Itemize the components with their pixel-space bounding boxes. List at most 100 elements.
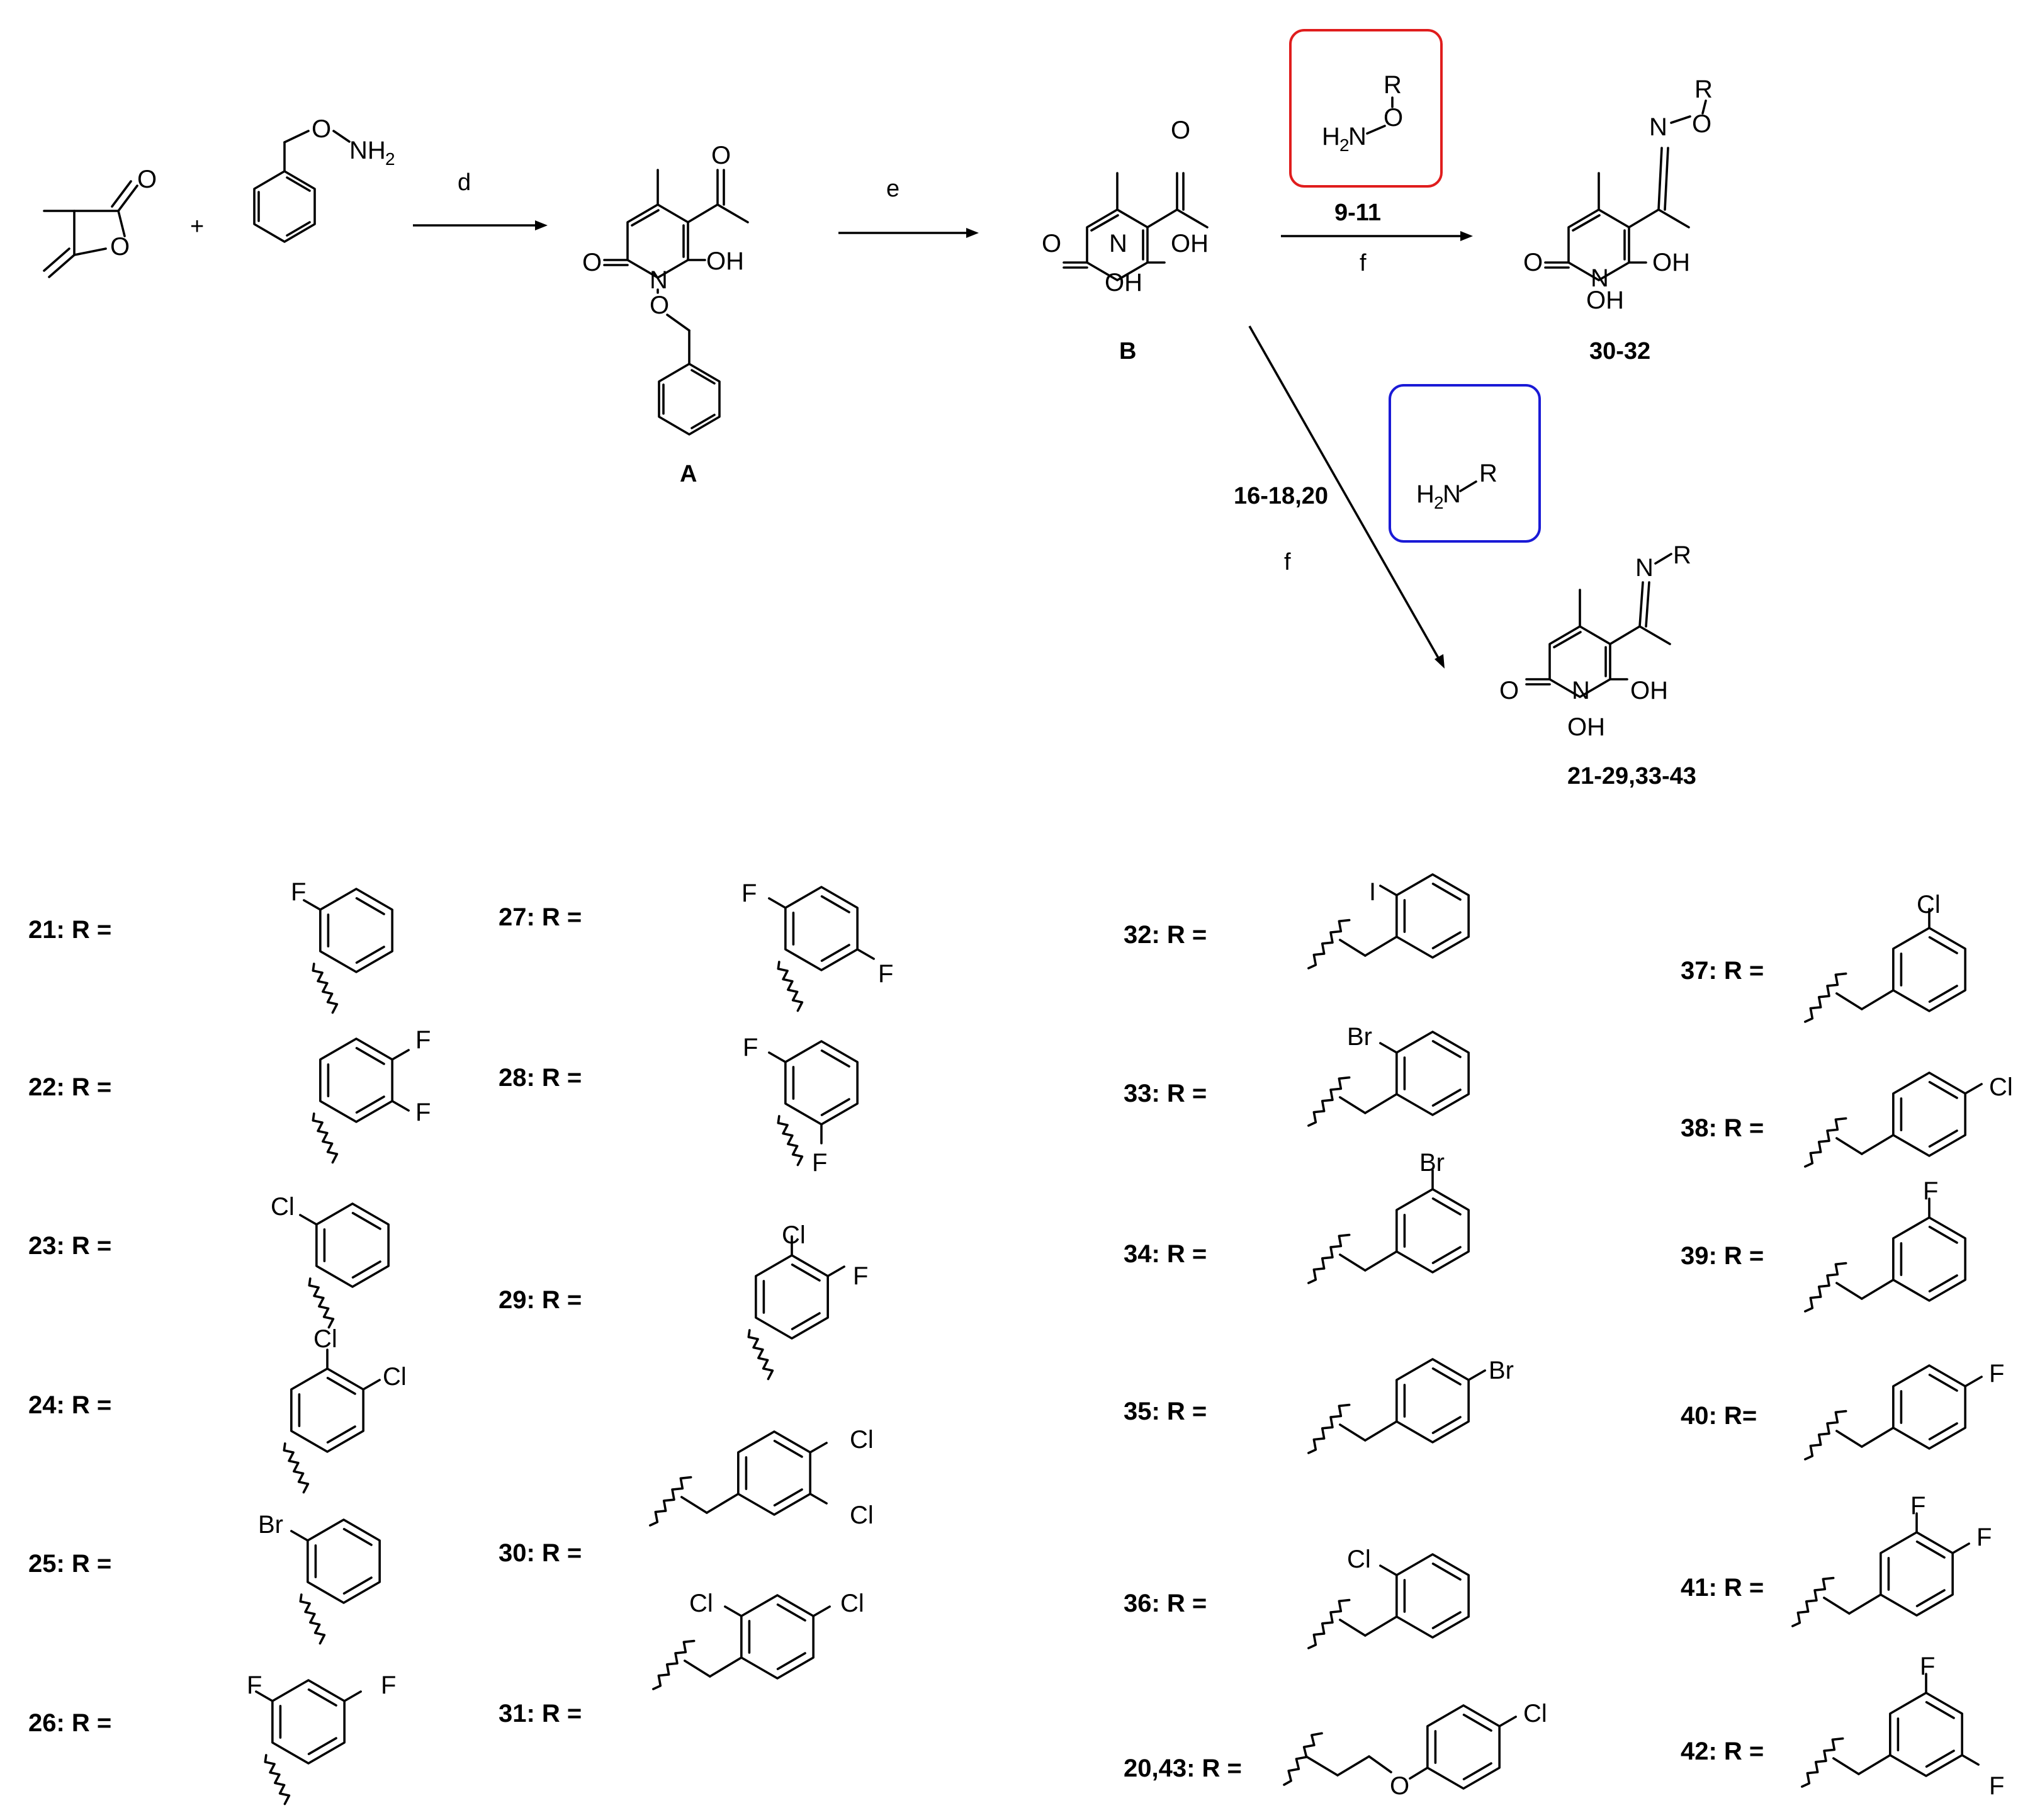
compound-A-structure: O O OH N O xyxy=(582,142,749,436)
atom-F: F xyxy=(1989,1772,2004,1800)
r-group-label-29: 29: R = xyxy=(499,1286,582,1314)
atom-F: F xyxy=(1976,1523,1992,1551)
atom-Cl: Cl xyxy=(840,1590,864,1617)
r-group-label-26: 26: R = xyxy=(28,1709,111,1737)
atom-Cl: Cl xyxy=(1523,1700,1547,1727)
imine-products-label: 21-29,33-43 xyxy=(1567,763,1696,789)
r-group-31-structure: Cl Cl xyxy=(652,1590,864,1690)
r-group-41-structure: FF xyxy=(1791,1492,1992,1627)
attachment-wavy-bond xyxy=(283,1442,310,1494)
atom-R: R xyxy=(1384,71,1402,99)
attachment-wavy-bond xyxy=(747,1329,774,1381)
benzene-ring xyxy=(319,888,393,973)
r-group-39-structure: F xyxy=(1804,1177,1966,1313)
oxime-products-label: 30-32 xyxy=(1589,338,1650,365)
atom-F: F xyxy=(415,1026,431,1054)
atom-O: O xyxy=(1523,249,1543,276)
attachment-wavy-bond xyxy=(1307,1403,1351,1454)
atom-R: R xyxy=(1694,76,1713,103)
atom-O: O xyxy=(650,291,669,319)
benzene-ring xyxy=(315,1202,390,1288)
atom-H: H xyxy=(1416,480,1435,508)
atom-F: F xyxy=(247,1671,262,1699)
r-group-23-structure: Cl xyxy=(271,1193,390,1329)
benzene-ring xyxy=(740,1594,815,1680)
r-group-22-structure: FF xyxy=(312,1026,431,1164)
atom-O: O xyxy=(137,166,157,193)
plus-sign: + xyxy=(190,213,204,240)
r-group-32-structure: I xyxy=(1307,873,1470,969)
oxime-product-structure: N O R O OH N OH xyxy=(1523,76,1713,314)
attachment-wavy-bond xyxy=(308,1277,335,1329)
compound-B-label: B xyxy=(1119,338,1136,365)
atom-F: F xyxy=(1910,1492,1925,1520)
atom-OH: OH xyxy=(706,247,744,275)
atom-F: F xyxy=(1923,1177,1938,1205)
atom-O: O xyxy=(582,249,602,276)
benzene-ring xyxy=(1889,1692,1963,1777)
benzene-ring xyxy=(307,1518,381,1604)
step-e-label: e xyxy=(886,176,899,202)
amine-structure: H 2 N R xyxy=(1416,460,1497,512)
benzene-ring xyxy=(290,1367,364,1453)
atom-R: R xyxy=(1479,460,1497,487)
attachment-wavy-bond xyxy=(1804,1262,1847,1313)
diketene-structure: O O xyxy=(43,166,157,278)
atom-F: F xyxy=(743,1034,758,1061)
atom-Br: Br xyxy=(1347,1023,1372,1051)
atom-O: O xyxy=(1692,110,1711,138)
r-group-29-structure: ClF xyxy=(747,1221,868,1381)
r-group-label-39: 39: R = xyxy=(1681,1242,1764,1270)
r-group-label-20-43: 20,43: R = xyxy=(1124,1755,1242,1782)
atom-Cl: Cl xyxy=(689,1590,713,1617)
alkoxyamine-range-label: 9-11 xyxy=(1334,200,1381,226)
subscript-2: 2 xyxy=(385,149,395,169)
o-benzylhydroxylamine-structure: O NH 2 xyxy=(253,115,395,243)
atom-F: F xyxy=(812,1149,827,1177)
r-group-33-structure: Br xyxy=(1307,1023,1470,1127)
benzene-ring xyxy=(1426,1704,1501,1790)
atom-N: N xyxy=(1635,554,1654,582)
atom-N: N xyxy=(1572,677,1590,704)
benzene-ring xyxy=(755,1254,829,1340)
attachment-wavy-bond xyxy=(777,1115,804,1167)
compound-B-structure: O O OH N OH xyxy=(1042,116,1209,297)
benzene-ring xyxy=(784,886,859,971)
benzene-ring xyxy=(1892,1071,1966,1157)
subscript-2: 2 xyxy=(1339,135,1350,155)
atom-O: O xyxy=(1171,116,1190,144)
benzene-ring xyxy=(1395,1553,1470,1639)
benzene-ring xyxy=(1892,1364,1966,1450)
atom-OH: OH xyxy=(1105,269,1142,297)
r-group-label-42: 42: R = xyxy=(1681,1738,1764,1765)
atom-OH: OH xyxy=(1171,230,1209,257)
r-group-label-23: 23: R = xyxy=(28,1232,111,1260)
attachment-wavy-bond xyxy=(264,1754,291,1806)
atom-Cl: Cl xyxy=(271,1193,295,1221)
step-f-imine-label: f xyxy=(1284,549,1291,575)
imine-product-structure: N R O OH N OH xyxy=(1499,541,1691,741)
arrow-step-f-imine xyxy=(1248,325,1440,658)
alkoxyamine-structure: R O H 2 N xyxy=(1322,71,1403,155)
benzene-ring xyxy=(1395,873,1470,959)
atom-F: F xyxy=(291,878,306,906)
attachment-wavy-bond xyxy=(312,1112,339,1164)
atom-N: N xyxy=(1109,230,1127,257)
benzene-ring xyxy=(1892,1216,1966,1302)
r-group-label-28: 28: R = xyxy=(499,1064,582,1092)
compound-A-label: A xyxy=(680,461,697,487)
attachment-wavy-bond xyxy=(1801,1737,1844,1788)
attachment-wavy-bond xyxy=(1307,1076,1351,1127)
r-group-label-22: 22: R = xyxy=(28,1073,111,1101)
atom-Cl: Cl xyxy=(1347,1546,1371,1573)
r-group-label-37: 37: R = xyxy=(1681,957,1764,985)
atom-OH: OH xyxy=(1630,677,1668,704)
atom-F: F xyxy=(1920,1653,1935,1680)
r-group-label-33: 33: R = xyxy=(1124,1080,1207,1107)
step-d-label: d xyxy=(458,169,471,196)
r-group-label-35: 35: R = xyxy=(1124,1398,1207,1425)
atom-O: O xyxy=(711,142,731,169)
